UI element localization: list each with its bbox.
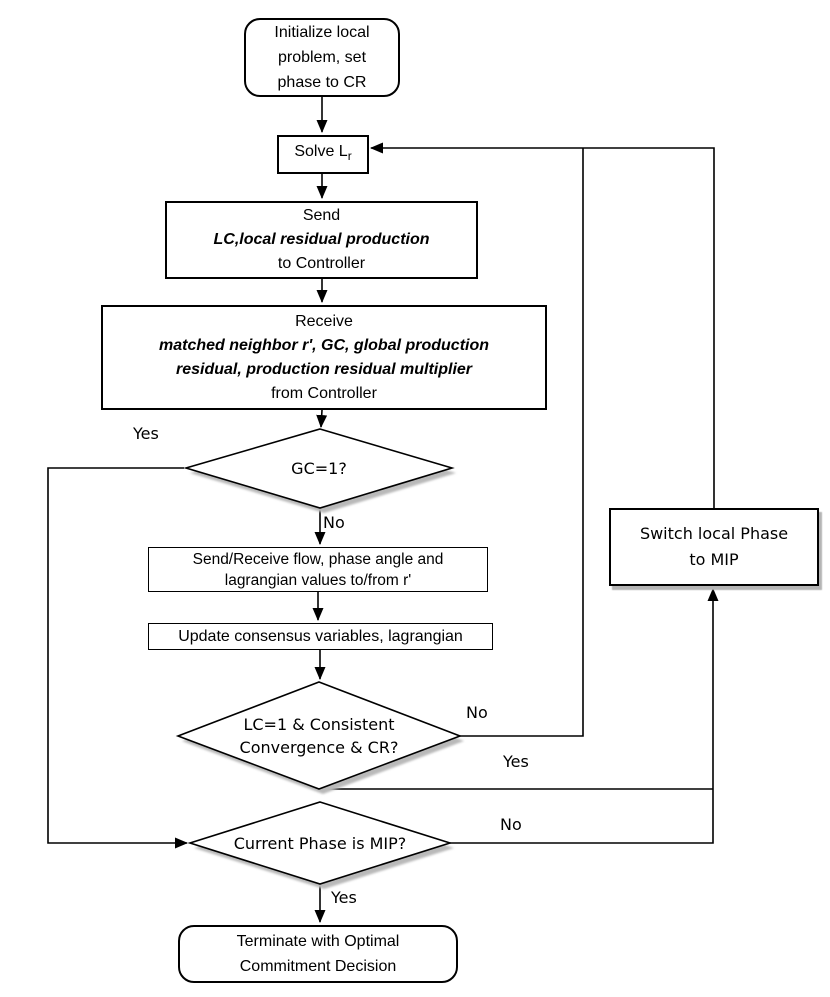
- edge-label-lc-yes: Yes: [503, 752, 529, 771]
- node-exchange: Send/Receive flow, phase angle and lagra…: [148, 547, 488, 592]
- lc-decision-shape: [175, 681, 463, 790]
- gc-decision-shape: [183, 428, 455, 509]
- edge-receive-gc: [316, 409, 328, 428]
- node-initialize-line2: problem, set: [277, 49, 367, 66]
- node-initialize: Initialize local problem, set phase to C…: [244, 18, 400, 97]
- node-send-line3: to Controller: [277, 255, 366, 272]
- node-initialize-line3: phase to CR: [277, 74, 367, 91]
- node-initialize-line1: Initialize local: [274, 24, 370, 41]
- node-receive-line3: residual, production residual multiplier: [175, 360, 473, 378]
- node-exchange-line1: Send/Receive flow, phase angle and: [192, 550, 444, 568]
- node-switch-phase-line2: to MIP: [689, 550, 739, 569]
- node-update-label: Update consensus variables, lagrangian: [178, 627, 463, 645]
- node-receive-line4: from Controller: [271, 384, 377, 402]
- node-switch-phase: Switch local Phase to MIP: [609, 508, 819, 586]
- node-switch-phase-line1: Switch local Phase: [639, 524, 789, 543]
- node-receive: Receive matched neighbor r', GC, global …: [101, 305, 547, 410]
- node-terminate-line1: Terminate with Optimal: [236, 933, 400, 950]
- edge-phase-no-switch: [450, 588, 719, 844]
- node-solve: Solve Lr: [277, 135, 369, 174]
- node-receive-line2: matched neighbor r', GC, global producti…: [158, 336, 490, 354]
- edge-label-gc-yes: Yes: [133, 424, 159, 443]
- solve-subscript: r: [347, 149, 352, 164]
- node-solve-label: Solve Lr: [294, 143, 352, 164]
- edge-label-phase-no: No: [500, 815, 522, 834]
- edge-label-gc-no: No: [323, 513, 345, 532]
- node-receive-line1: Receive: [295, 312, 353, 330]
- phase-decision-shape: [187, 801, 453, 885]
- node-send-line2: LC,local residual production: [213, 231, 430, 248]
- node-send-line1: Send: [302, 207, 341, 224]
- node-terminate: Terminate with Optimal Commitment Decisi…: [178, 925, 458, 983]
- edge-switch-solve-loop: [370, 142, 715, 508]
- node-exchange-line2: lagrangian values to/from r': [224, 571, 412, 589]
- edge-label-phase-yes: Yes: [331, 888, 357, 907]
- node-terminate-line2: Commitment Decision: [239, 958, 397, 975]
- edge-gc-yes-phase: [47, 467, 188, 849]
- node-send: Send LC,local residual production to Con…: [165, 201, 478, 279]
- edge-lc-no-loop: [458, 148, 584, 737]
- node-update: Update consensus variables, lagrangian: [148, 623, 493, 650]
- edge-label-lc-no: No: [466, 703, 488, 722]
